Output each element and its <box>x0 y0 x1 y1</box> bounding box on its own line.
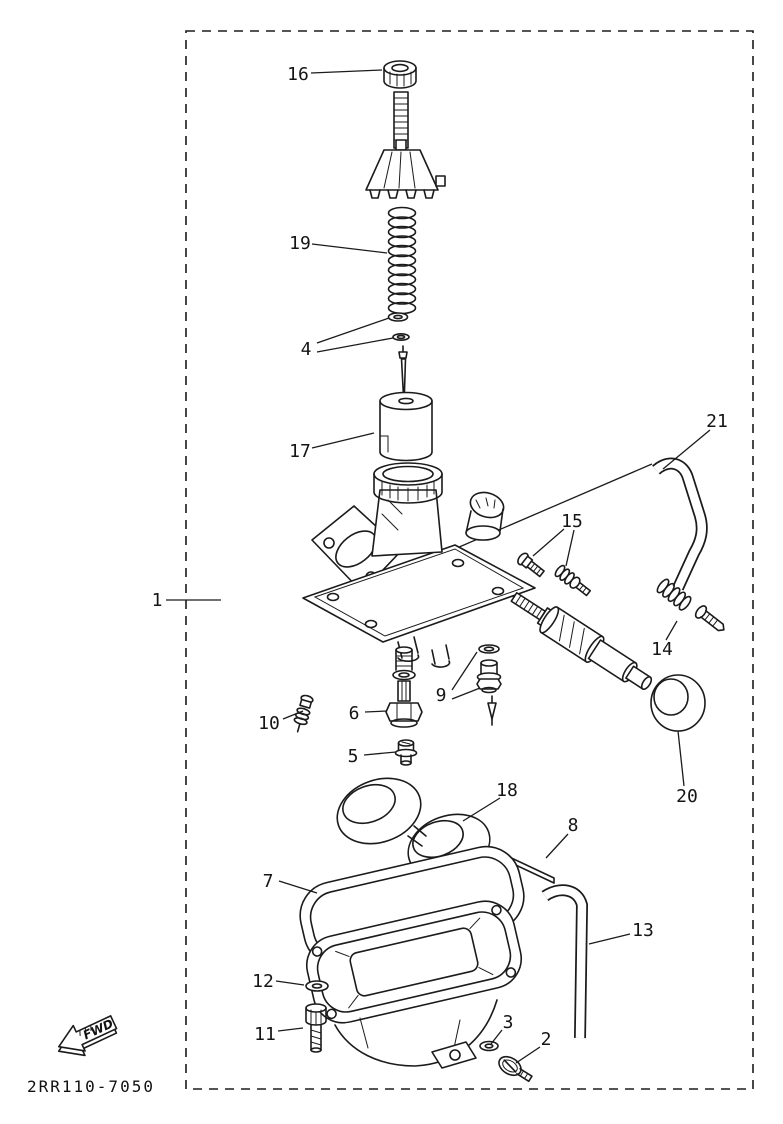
part-throttle-valve <box>379 391 433 462</box>
callout-12: 12 <box>252 971 305 992</box>
callout-19-label: 19 <box>289 233 311 254</box>
callout-16: 16 <box>287 64 383 85</box>
callout-3-label: 3 <box>503 1012 514 1033</box>
callout-6-label: 6 <box>349 703 360 724</box>
part-mixing-chamber-cap <box>365 139 446 199</box>
callout-15-label: 15 <box>561 511 583 532</box>
callout-1: 1 <box>152 590 221 611</box>
callout-8: 8 <box>545 815 579 859</box>
part-overflow-hose <box>652 457 708 591</box>
part-drain-hose <box>541 884 588 1039</box>
callout-1-label: 1 <box>152 590 163 611</box>
part-cap-nut <box>383 60 417 89</box>
callout-3: 3 <box>490 1012 514 1045</box>
part-adjuster-rod <box>393 91 409 149</box>
part-spring-and-screw <box>656 578 725 632</box>
callout-20: 20 <box>676 730 698 807</box>
callout-6: 6 <box>349 703 388 724</box>
part-bowl-screw <box>305 1003 327 1053</box>
callout-5-label: 5 <box>348 746 359 767</box>
part-drain-washer <box>479 1040 499 1052</box>
callout-20-label: 20 <box>676 786 698 807</box>
callout-9: 9 <box>436 651 481 706</box>
part-screw-set <box>517 552 592 597</box>
part-starter-plunger-assembly <box>510 592 653 691</box>
callout-4: 4 <box>301 317 394 360</box>
part-washer-set <box>387 312 410 341</box>
part-carburetor-body <box>302 462 536 668</box>
callout-11-label: 11 <box>254 1024 276 1045</box>
part-needle-valve <box>476 644 502 726</box>
callout-17: 17 <box>289 432 375 462</box>
callout-14: 14 <box>651 620 678 660</box>
callout-7: 7 <box>263 871 318 894</box>
callout-17-label: 17 <box>289 441 311 462</box>
callout-7-label: 7 <box>263 871 274 892</box>
callout-16-label: 16 <box>287 64 309 85</box>
callout-2: 2 <box>515 1029 552 1064</box>
callout-2-label: 2 <box>541 1029 552 1050</box>
part-drain-screw <box>498 1055 533 1083</box>
part-jet-needle <box>398 345 408 407</box>
callout-4-label: 4 <box>301 339 312 360</box>
part-throttle-spring <box>387 206 417 315</box>
callout-8-label: 8 <box>568 815 579 836</box>
callout-13: 13 <box>588 920 654 945</box>
part-main-jet <box>385 646 423 728</box>
callout-15: 15 <box>532 511 583 567</box>
callout-5: 5 <box>348 746 397 767</box>
part-code-text: 2RR110-7050 <box>27 1077 155 1096</box>
callout-11: 11 <box>254 1024 304 1045</box>
callout-18: 18 <box>462 780 518 822</box>
part-float-bowl <box>305 900 523 1069</box>
callout-13-label: 13 <box>632 920 654 941</box>
part-bowl-screw-washer <box>305 980 329 992</box>
callout-19: 19 <box>289 233 388 254</box>
fwd-arrow: FWD <box>57 1015 118 1057</box>
callout-18-label: 18 <box>496 780 518 801</box>
callout-21-label: 21 <box>706 411 728 432</box>
diagram-border <box>185 30 754 1090</box>
part-starter-knob <box>650 674 706 732</box>
part-float-pin <box>504 854 555 884</box>
callout-10-label: 10 <box>258 713 280 734</box>
callout-9-label: 9 <box>436 685 447 706</box>
fwd-arrow-label: FWD <box>81 1016 115 1042</box>
part-pilot-jet <box>394 739 418 766</box>
callout-14-label: 14 <box>651 639 673 660</box>
callout-10: 10 <box>258 710 304 734</box>
callout-12-label: 12 <box>252 971 274 992</box>
callout-21: 21 <box>662 411 728 470</box>
